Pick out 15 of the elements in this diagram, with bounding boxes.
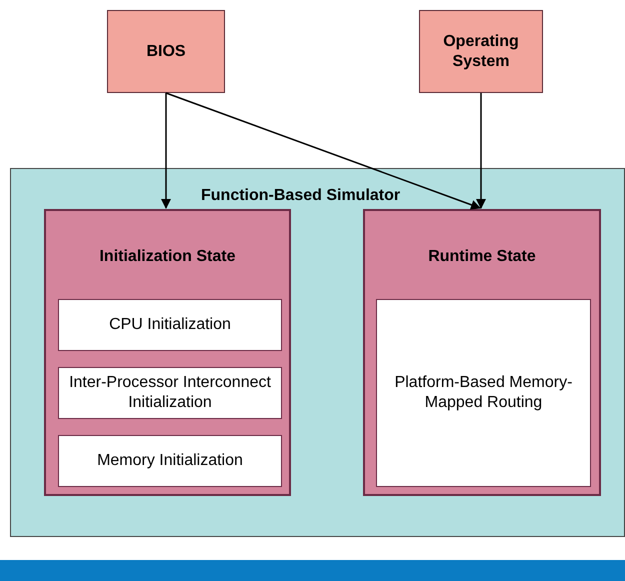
arrow: [166, 92, 481, 210]
arrow: [476, 93, 486, 209]
panel-title: Function-Based Simulator: [201, 186, 400, 206]
arrow: [161, 93, 171, 209]
state-box: [363, 209, 601, 496]
source-box: Operating System: [419, 10, 543, 93]
simulator-panel: [10, 168, 625, 537]
state-title: Runtime State: [427, 247, 537, 267]
process-box: Memory Initialization: [58, 435, 282, 487]
process-box: Inter-Processor Interconnect Initialization: [58, 367, 282, 419]
state-box: [44, 209, 291, 496]
process-box: Platform-Based Memory-Mapped Routing: [376, 299, 591, 487]
source-box: BIOS: [107, 10, 225, 93]
state-title: Initialization State: [98, 247, 236, 267]
process-box: CPU Initialization: [58, 299, 282, 351]
